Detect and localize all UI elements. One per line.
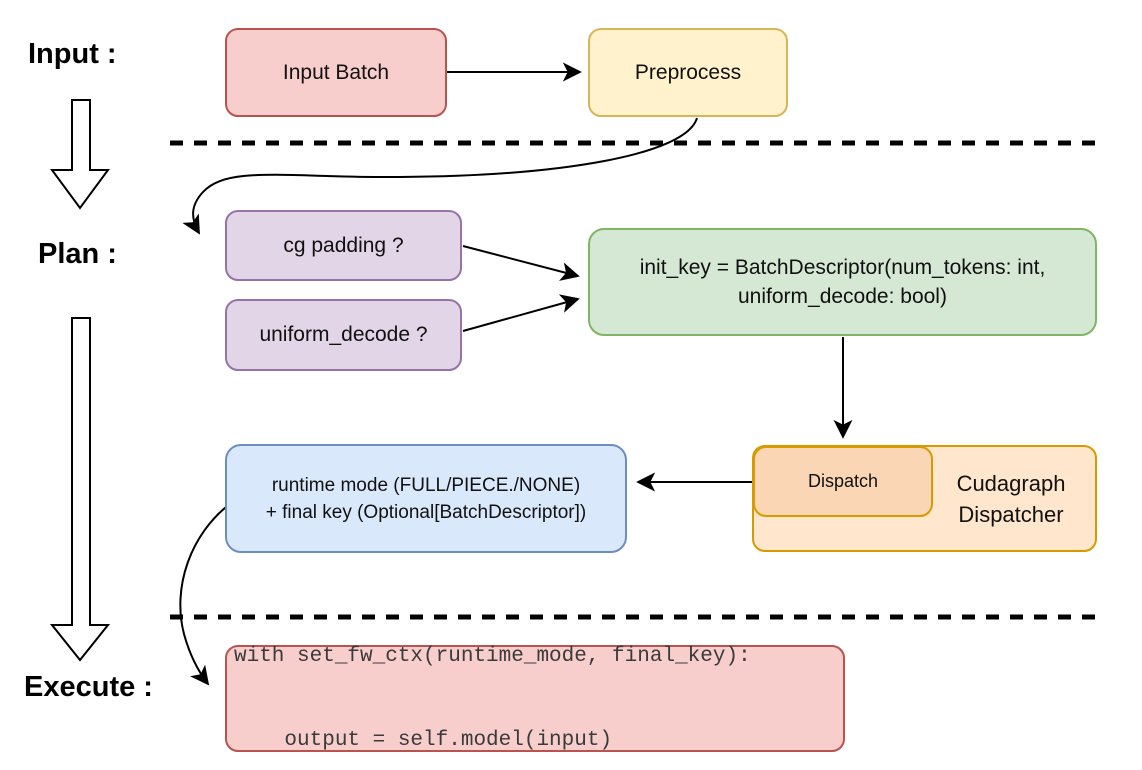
node-input-batch: Input Batch (225, 28, 447, 117)
node-init-key-line1: init_key = BatchDescriptor(num_tokens: i… (639, 256, 1046, 279)
phase-label-input: Input : (28, 38, 117, 70)
node-execute-code-line2: output = self.model(input) (234, 728, 613, 752)
node-preprocess-label: Preprocess (634, 60, 742, 84)
phase-label-plan: Plan : (38, 238, 117, 270)
curve-runtimemode-to-executecode (179, 502, 232, 686)
node-uniform-decode-label: uniform_decode ? (259, 323, 428, 346)
node-cudagraph-dispatcher-label: Cudagraph Dispatcher (956, 470, 1066, 527)
node-cg-padding: cg padding ? (225, 210, 462, 281)
node-input-batch-label: Input Batch (282, 60, 390, 84)
node-preprocess: Preprocess (588, 28, 788, 117)
curve-preprocess-to-cgpadding (182, 117, 698, 235)
node-dispatch: Dispatch (753, 446, 933, 517)
arrow-uniformdecode-to-initkey (462, 294, 580, 332)
node-cg-padding-label: cg padding ? (283, 233, 404, 257)
node-runtime-mode-line1: runtime mode (FULL/PIECE./NONE) (271, 474, 581, 496)
arrow-cgpadding-to-initkey (462, 245, 580, 281)
node-execute-code-line1: with set_fw_ctx(runtime_mode, final_key)… (234, 644, 751, 668)
node-dispatch-label: Dispatch (807, 471, 879, 491)
node-runtime-mode-line2: + final key (Optional[BatchDescriptor]) (265, 501, 587, 523)
node-init-key-line2: uniform_decode: bool) (738, 285, 947, 308)
phase-label-execute: Execute : (24, 671, 153, 703)
node-init-key: init_key = BatchDescriptor(num_tokens: i… (588, 228, 1097, 336)
node-runtime-mode: runtime mode (FULL/PIECE./NONE) + final … (225, 444, 627, 553)
node-uniform-decode: uniform_decode ? (225, 299, 462, 371)
hollow-arrow-plan-to-execute (49, 317, 111, 662)
node-execute-code: with set_fw_ctx(runtime_mode, final_key)… (225, 645, 845, 752)
hollow-arrow-input-to-plan (50, 99, 110, 210)
